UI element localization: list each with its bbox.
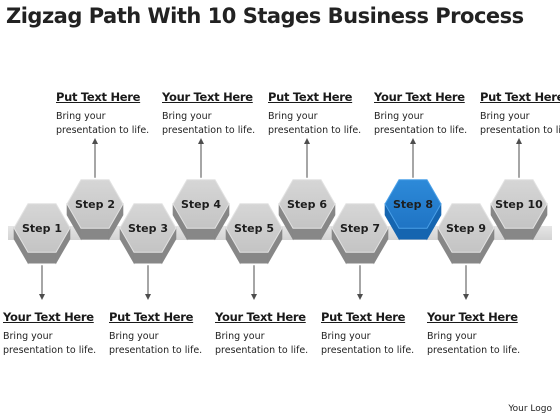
step-hexagon-3: Step 3 [119, 203, 177, 265]
page-title: Zigzag Path With 10 Stages Business Proc… [6, 4, 524, 28]
connector-arrow-2 [92, 138, 98, 178]
callout-body: Bring your presentation to life. [268, 111, 362, 136]
step-label-8: Step 8 [393, 198, 433, 211]
step-label-3: Step 3 [128, 222, 168, 235]
step-hexagon-8: Step 8 [384, 179, 442, 241]
step-label-6: Step 6 [287, 198, 327, 211]
callout-body: Bring your presentation to life. [162, 111, 256, 136]
step-label-5: Step 5 [234, 222, 274, 235]
callout-heading: Put Text Here [268, 90, 353, 104]
callout-heading: Your Text Here [3, 310, 94, 324]
connector-arrow-5 [251, 265, 257, 300]
step-label-2: Step 2 [75, 198, 115, 211]
logo-text: Your Logo [508, 404, 552, 414]
step-label-1: Step 1 [22, 222, 62, 235]
step-hexagon-9: Step 9 [437, 203, 495, 265]
step-label-4: Step 4 [181, 198, 221, 211]
step-hexagon-4: Step 4 [172, 179, 230, 241]
callout-body: Bring your presentation to life. [109, 331, 203, 356]
connector-arrow-9 [463, 265, 469, 300]
step-hexagon-10: Step 10 [490, 179, 548, 241]
callout-body: Bring your presentation to life. [215, 331, 309, 356]
callout-heading: Put Text Here [109, 310, 194, 324]
step-hexagon-6: Step 6 [278, 179, 336, 241]
connector-arrow-10 [516, 138, 522, 178]
callout-heading: Your Text Here [162, 90, 253, 104]
connector-arrow-6 [304, 138, 310, 178]
callout-heading: Put Text Here [480, 90, 560, 104]
step-hexagon-1: Step 1 [13, 203, 71, 265]
callout-heading: Your Text Here [427, 310, 518, 324]
callout-heading: Your Text Here [215, 310, 306, 324]
step-hexagon-7: Step 7 [331, 203, 389, 265]
callout-heading: Put Text Here [321, 310, 406, 324]
step-hexagon-5: Step 5 [225, 203, 283, 265]
callout-body: Bring your presentation to life. [321, 331, 415, 356]
connector-arrow-1 [39, 265, 45, 300]
callout-body: Bring your presentation to life. [427, 331, 521, 356]
connector-arrow-3 [145, 265, 151, 300]
step-label-7: Step 7 [340, 222, 380, 235]
step-label-10: Step 10 [495, 198, 543, 211]
callout-body: Bring your presentation to life. [374, 111, 468, 136]
connector-arrow-8 [410, 138, 416, 178]
callout-heading: Put Text Here [56, 90, 141, 104]
callout-heading: Your Text Here [374, 90, 465, 104]
step-hexagon-2: Step 2 [66, 179, 124, 241]
callout-body: Bring your presentation to life. [480, 111, 560, 136]
connector-arrow-4 [198, 138, 204, 178]
callout-body: Bring your presentation to life. [3, 331, 97, 356]
callout-body: Bring your presentation to life. [56, 111, 150, 136]
connector-arrow-7 [357, 265, 363, 300]
step-label-9: Step 9 [446, 222, 486, 235]
